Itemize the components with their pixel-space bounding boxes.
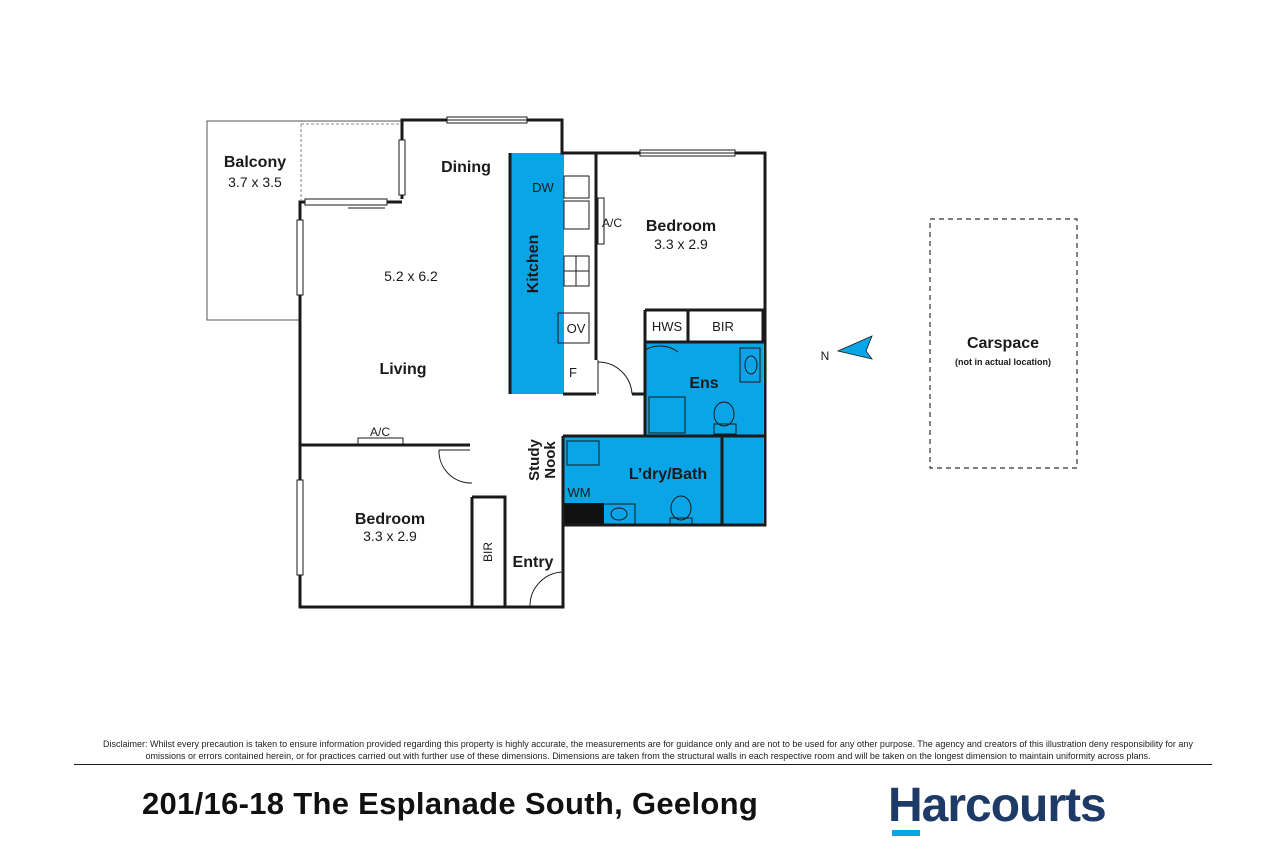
bedroom1-dims: 3.3 x 2.9 xyxy=(654,236,708,252)
windows xyxy=(296,116,736,576)
living-label: Living xyxy=(379,361,426,378)
balcony-label: Balcony xyxy=(224,154,286,171)
bedroom1-label: Bedroom xyxy=(646,218,716,235)
study-nook-label-2: Nook xyxy=(542,441,559,479)
ens-label: Ens xyxy=(689,375,718,392)
bedroom2-dims: 3.3 x 2.9 xyxy=(363,528,417,544)
f-label: F xyxy=(569,365,577,380)
bedroom2-label: Bedroom xyxy=(355,511,425,528)
harcourts-logo: Harcourts xyxy=(888,778,1128,840)
logo-text: Harcourts xyxy=(888,779,1107,832)
balcony-dims: 3.7 x 3.5 xyxy=(228,174,282,190)
compass-n-label: N xyxy=(821,349,830,363)
study-nook-label-1: Study xyxy=(526,439,543,481)
ac-unit-living xyxy=(357,437,404,445)
carspace-label: Carspace xyxy=(967,335,1039,352)
wm-label: WM xyxy=(567,485,590,500)
ac-kitchen-label: A/C xyxy=(602,216,622,230)
ensuite-area xyxy=(645,342,763,436)
ensuite-fixtures xyxy=(648,347,761,435)
entry-label: Entry xyxy=(513,554,554,571)
ac-living-label: A/C xyxy=(370,425,390,439)
doors xyxy=(438,345,679,608)
hws-label: HWS xyxy=(652,319,683,334)
compass-arrow-icon xyxy=(836,335,873,360)
laundry-bath-label: L’dry/Bath xyxy=(629,466,707,483)
kitchen-fixtures xyxy=(557,175,605,344)
balcony-area xyxy=(206,120,402,321)
kitchen-area xyxy=(510,153,564,394)
dw-label: DW xyxy=(532,180,554,195)
bir-bed2-label: BIR xyxy=(481,542,495,562)
bir-ens-label: BIR xyxy=(712,319,734,334)
disclaimer-text: Disclaimer: Whilst every precaution is t… xyxy=(103,739,1193,761)
property-address: 201/16-18 The Esplanade South, Geelong xyxy=(142,786,759,821)
ov-label: OV xyxy=(567,321,586,336)
living-dims: 5.2 x 6.2 xyxy=(384,268,438,284)
carspace-box xyxy=(929,218,1078,469)
kitchen-label: Kitchen xyxy=(525,235,542,294)
dining-label: Dining xyxy=(441,159,491,176)
laundry-bath-fixtures xyxy=(566,440,693,525)
carspace-note: (not in actual location) xyxy=(955,357,1051,367)
washing-machine-icon xyxy=(564,503,604,524)
logo-accent-bar xyxy=(892,830,920,836)
footer-divider xyxy=(74,764,1212,765)
